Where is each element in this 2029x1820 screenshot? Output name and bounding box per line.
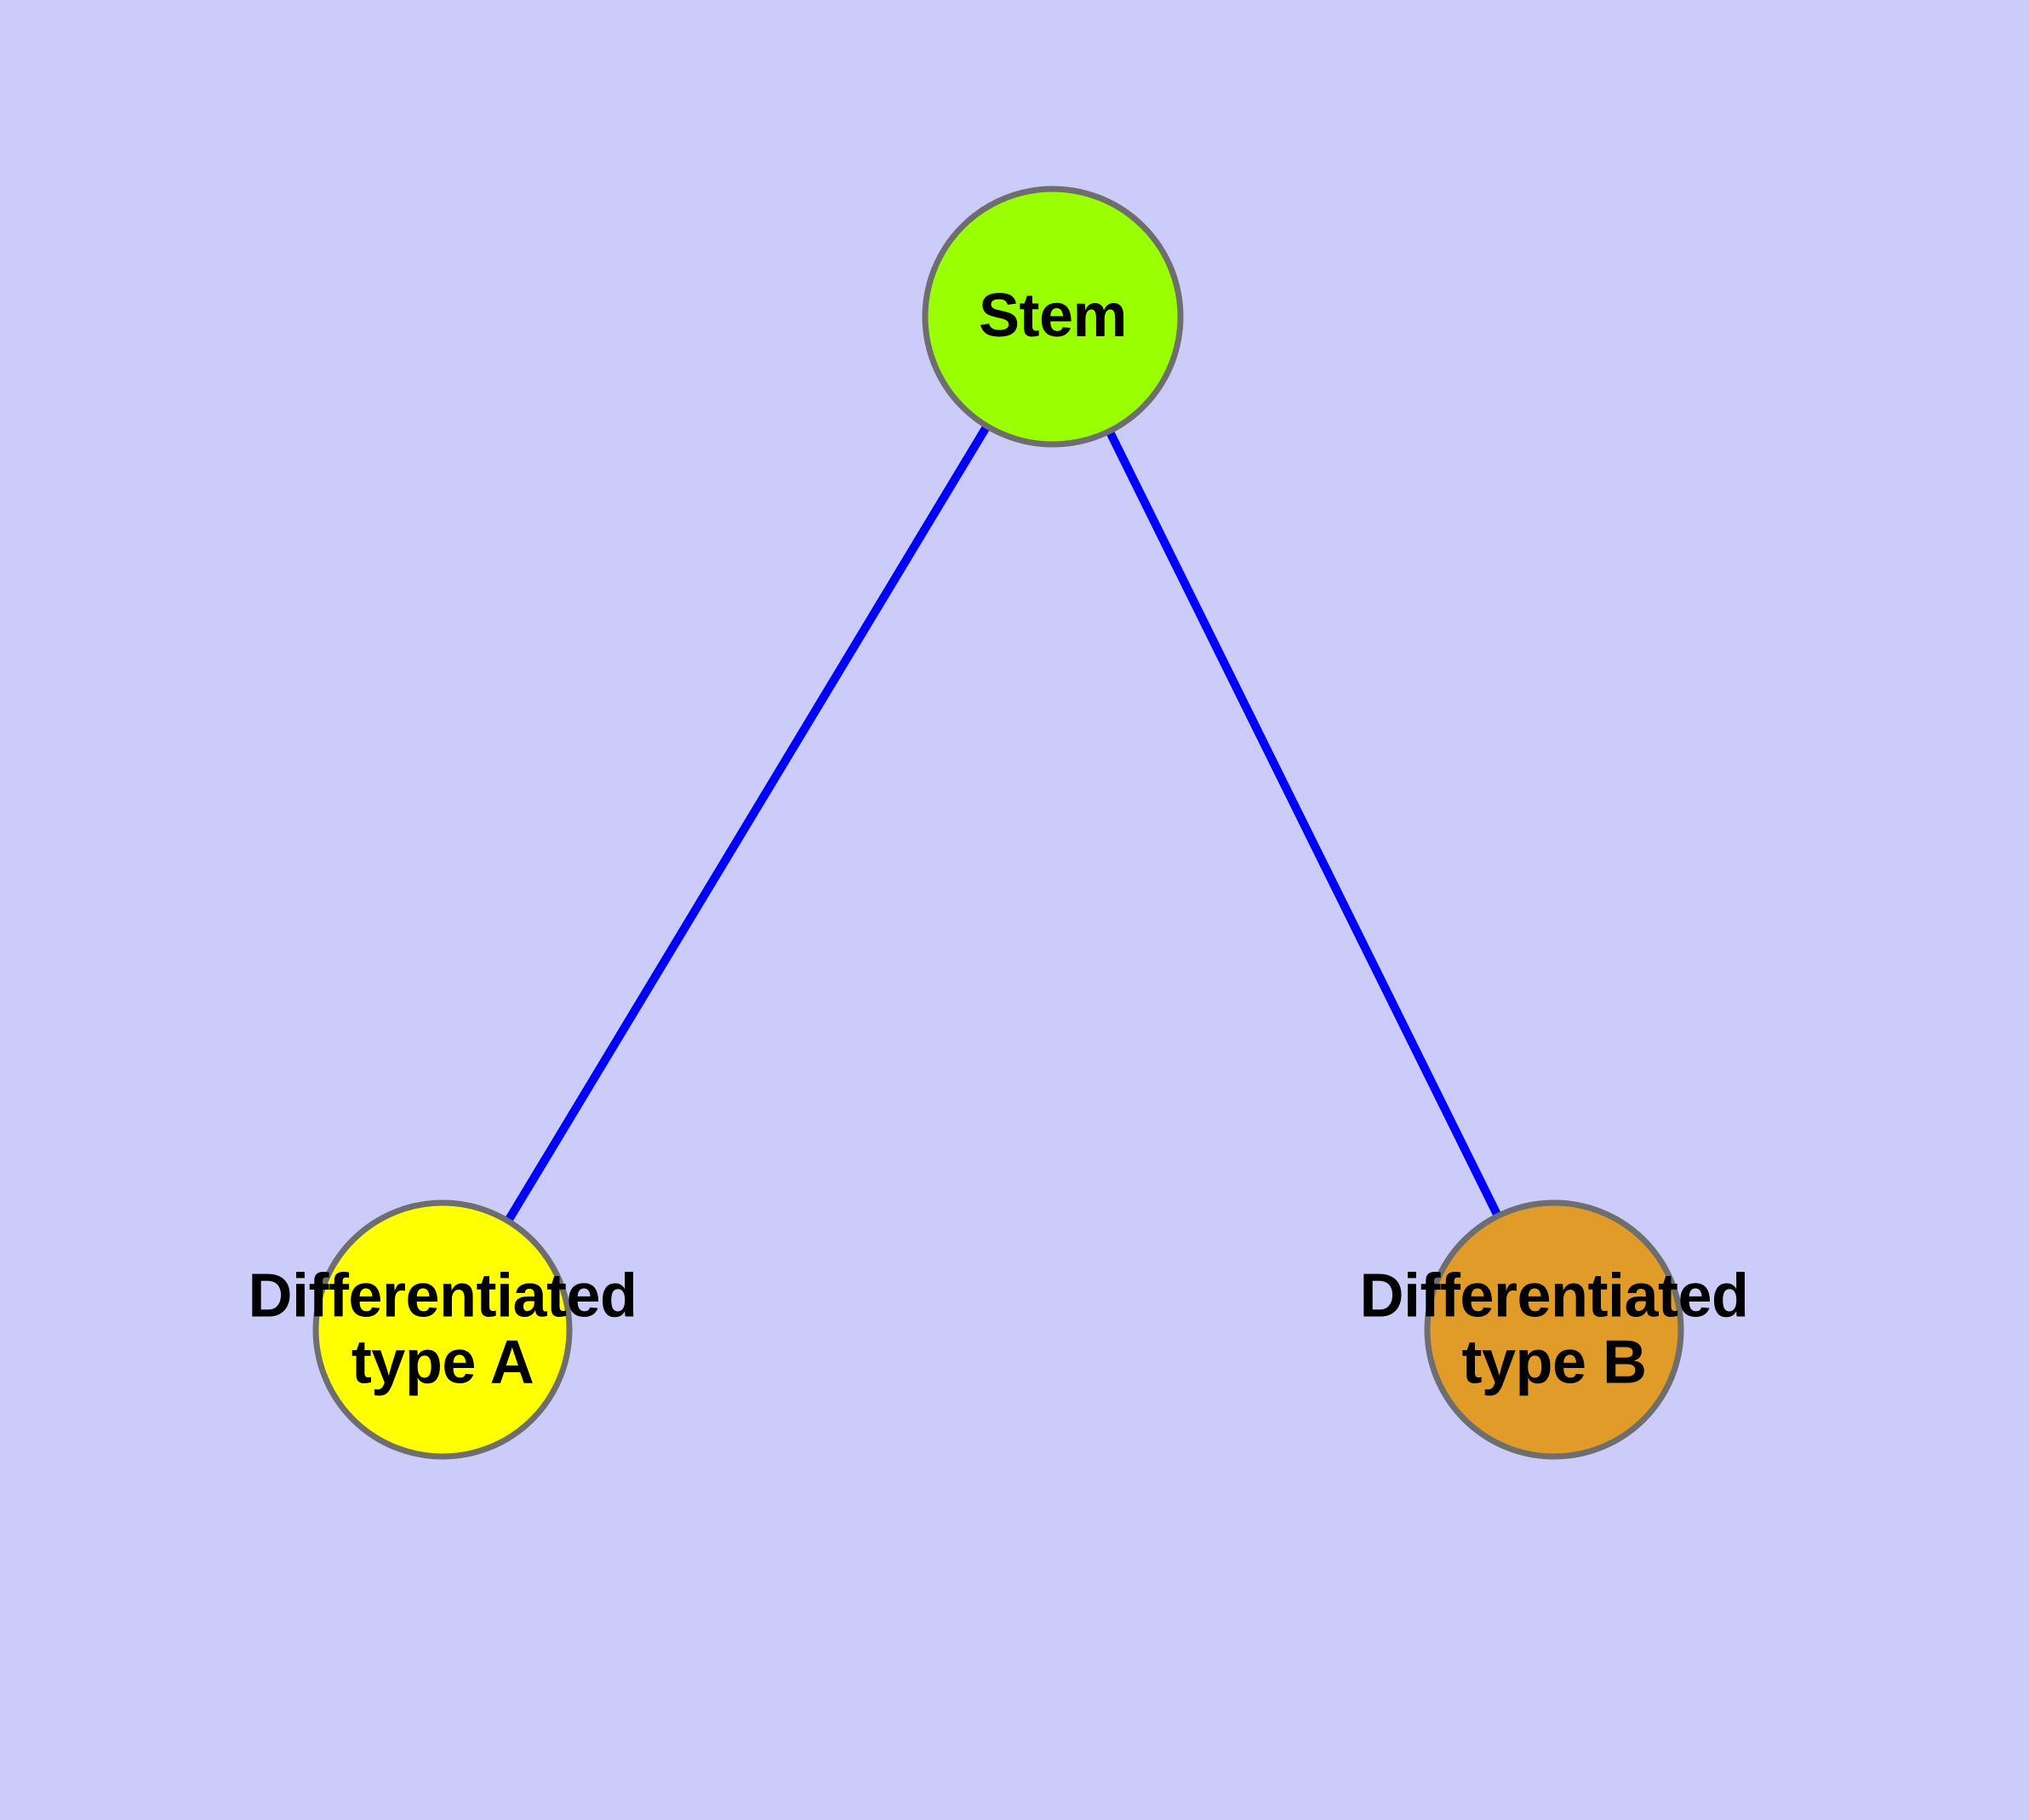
node-layer [312,186,1684,1460]
edge-layer [503,422,1503,1225]
graph-node-stem[interactable] [922,186,1184,448]
graph-edge-stem-to-diff-a[interactable] [503,422,992,1225]
graph-node-diff-a[interactable] [312,1199,573,1460]
graph-edge-stem-to-diff-b[interactable] [1105,427,1503,1220]
graph-node-diff-b[interactable] [1424,1199,1684,1460]
